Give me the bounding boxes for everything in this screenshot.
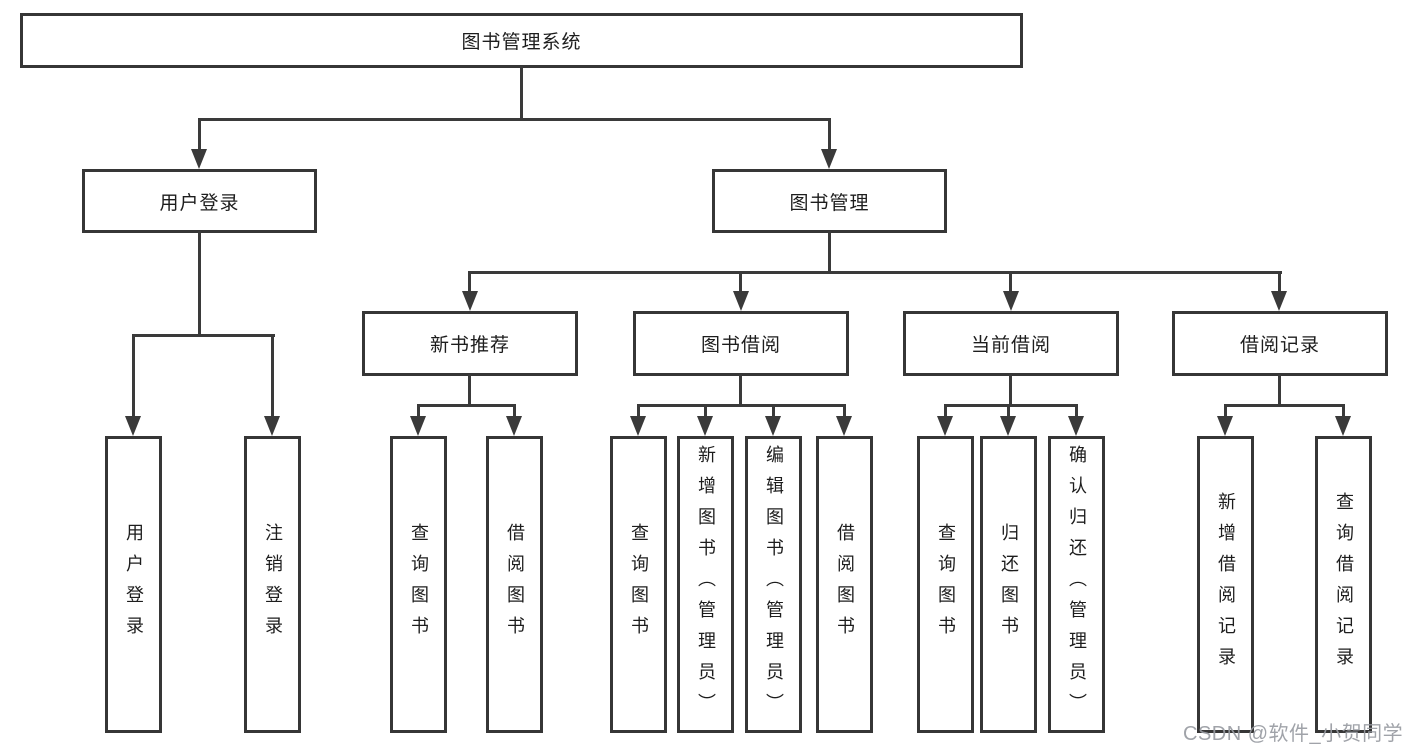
connector-line: [1075, 404, 1078, 420]
leaf-add-borrow-record: 新增借阅记录: [1197, 436, 1254, 733]
node-book-borrowing: 图书借阅: [633, 311, 849, 376]
arrow-down-icon: [1271, 291, 1287, 311]
arrow-down-icon: [1068, 416, 1084, 436]
connector-line: [417, 404, 420, 420]
arrow-down-icon: [733, 291, 749, 311]
connector-line: [417, 404, 516, 407]
leaf-edit-books-admin: 编辑图书（管理员）: [745, 436, 802, 733]
arrow-down-icon: [462, 291, 478, 311]
connector-line: [828, 231, 831, 274]
csdn-watermark: CSDN @软件_小贺同学: [1183, 723, 1404, 745]
connector-line: [468, 271, 471, 294]
node-new-book-recommendation: 新书推荐: [362, 311, 578, 376]
connector-line: [468, 271, 1282, 274]
leaf-borrow-books: 借阅图书: [816, 436, 873, 733]
node-book-management: 图书管理: [712, 169, 947, 233]
arrow-down-icon: [410, 416, 426, 436]
connector-line: [1224, 404, 1227, 420]
arrow-down-icon: [125, 416, 141, 436]
arrow-down-icon: [506, 416, 522, 436]
node-user-login: 用户登录: [82, 169, 317, 233]
connector-line: [944, 404, 947, 420]
connector-line: [637, 404, 640, 420]
connector-line: [132, 334, 135, 420]
leaf-query-borrow-record: 查询借阅记录: [1315, 436, 1372, 733]
arrow-down-icon: [1000, 416, 1016, 436]
connector-line: [1278, 271, 1281, 294]
connector-line: [772, 404, 775, 420]
arrow-down-icon: [1217, 416, 1233, 436]
arrow-down-icon: [1335, 416, 1351, 436]
leaf-return-books: 归还图书: [980, 436, 1037, 733]
connector-line: [637, 404, 846, 407]
arrow-down-icon: [765, 416, 781, 436]
connector-line: [1342, 404, 1345, 420]
leaf-user-login: 用户登录: [105, 436, 162, 733]
connector-line: [828, 118, 831, 152]
leaf-add-books-admin: 新增图书（管理员）: [677, 436, 734, 733]
node-current-borrowing: 当前借阅: [903, 311, 1119, 376]
connector-line: [198, 231, 201, 337]
connector-line: [198, 118, 831, 121]
arrow-down-icon: [697, 416, 713, 436]
connector-line: [1224, 404, 1345, 407]
connector-line: [704, 404, 707, 420]
connector-line: [1009, 374, 1012, 407]
connector-line: [1009, 271, 1012, 294]
connector-line: [1007, 404, 1010, 420]
connector-line: [271, 334, 274, 420]
leaf-confirm-return-admin: 确认归还（管理员）: [1048, 436, 1105, 733]
connector-line: [843, 404, 846, 420]
connector-line: [739, 271, 742, 294]
leaf-logout: 注销登录: [244, 436, 301, 733]
arrow-down-icon: [821, 149, 837, 169]
connector-line: [513, 404, 516, 420]
connector-line: [198, 118, 201, 152]
leaf-query-books-borrow: 查询图书: [610, 436, 667, 733]
connector-line: [944, 404, 1078, 407]
connector-line: [1278, 374, 1281, 407]
node-borrowing-records: 借阅记录: [1172, 311, 1388, 376]
arrow-down-icon: [630, 416, 646, 436]
arrow-down-icon: [836, 416, 852, 436]
leaf-query-books-recommend: 查询图书: [390, 436, 447, 733]
connector-line: [520, 66, 523, 120]
connector-line: [132, 334, 275, 337]
leaf-query-books-current: 查询图书: [917, 436, 974, 733]
leaf-borrow-books-recommend: 借阅图书: [486, 436, 543, 733]
connector-line: [468, 374, 471, 407]
arrow-down-icon: [191, 149, 207, 169]
connector-line: [739, 374, 742, 407]
arrow-down-icon: [264, 416, 280, 436]
arrow-down-icon: [1003, 291, 1019, 311]
node-library-management-system: 图书管理系统: [20, 13, 1023, 68]
arrow-down-icon: [937, 416, 953, 436]
